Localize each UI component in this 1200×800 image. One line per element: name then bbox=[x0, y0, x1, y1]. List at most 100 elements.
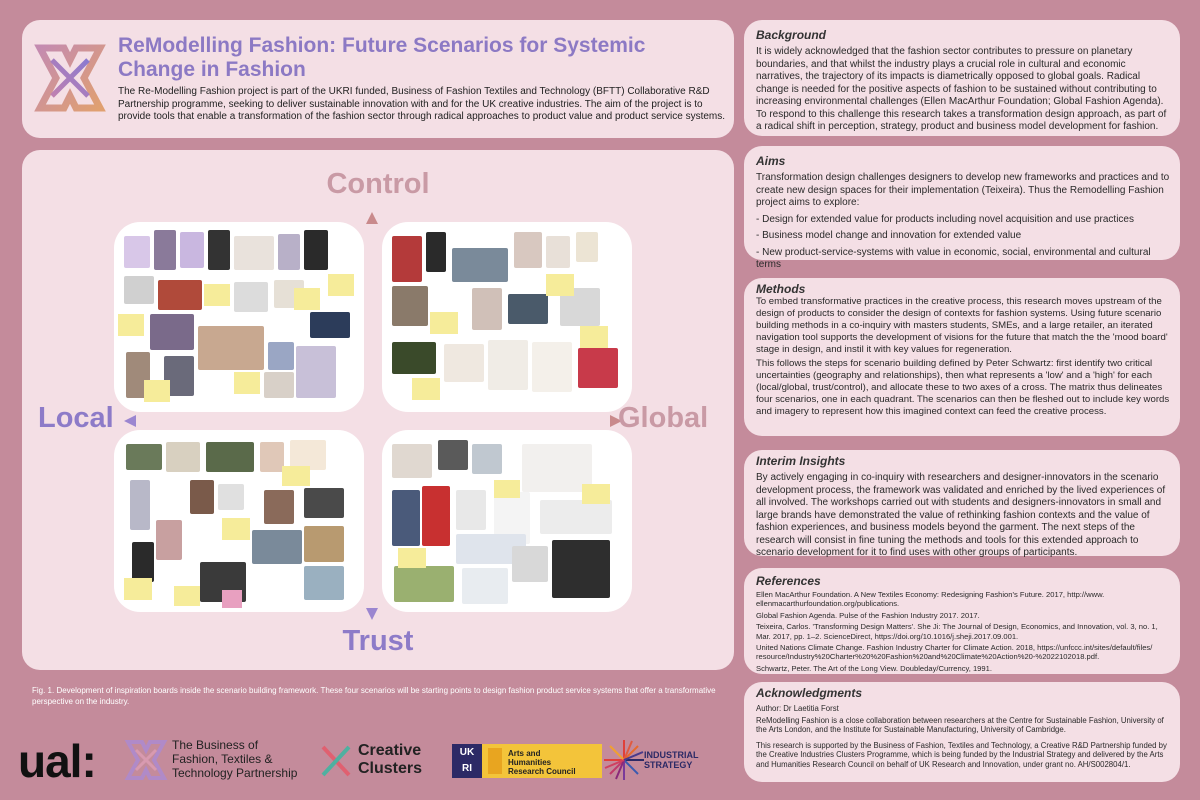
poster-title: ReModelling Fashion: Future Scenarios fo… bbox=[118, 34, 646, 81]
ack-funding: This research is supported by the Busine… bbox=[756, 740, 1167, 769]
creative-clusters-logo-text: Creative Clusters bbox=[358, 742, 423, 777]
moodboard-image bbox=[522, 444, 592, 492]
moodboard-image bbox=[124, 276, 154, 304]
insights-body: By actively engaging in co-inquiry with … bbox=[756, 472, 1166, 558]
reference-item: Schwartz, Peter. The Art of the Long Vie… bbox=[756, 663, 992, 673]
moodboard-image bbox=[264, 372, 294, 398]
moodboard-image bbox=[508, 294, 548, 324]
moodboard-image bbox=[540, 500, 612, 534]
creative-clusters-logo-icon bbox=[321, 745, 351, 777]
moodboard-image bbox=[472, 444, 502, 474]
sticky-note bbox=[234, 372, 260, 394]
section-heading: Acknowledgments bbox=[756, 686, 863, 700]
section-heading: Aims bbox=[756, 154, 786, 168]
moodboard-image bbox=[206, 442, 254, 472]
methods-paragraph: This follows the steps for scenario buil… bbox=[756, 358, 1170, 417]
moodboard-image bbox=[444, 344, 484, 382]
moodboard-image bbox=[426, 232, 446, 272]
reference-item: Global Fashion Agenda. Pulse of the Fash… bbox=[756, 610, 980, 620]
sticky-note bbox=[174, 586, 200, 606]
sticky-note bbox=[412, 378, 440, 400]
moodboard-image bbox=[392, 236, 422, 282]
section-heading: Interim Insights bbox=[756, 454, 846, 468]
moodboard-image bbox=[392, 342, 436, 374]
moodboard-image bbox=[452, 248, 508, 282]
sticky-note bbox=[204, 284, 230, 306]
aims-section: Aims Transformation design challenges de… bbox=[744, 146, 1180, 270]
moodboard-image bbox=[154, 230, 176, 270]
moodboard-image bbox=[438, 440, 468, 470]
reference-item: Ellen MacArthur Foundation. A New Textil… bbox=[756, 590, 1105, 609]
moodboard-trust-local bbox=[114, 430, 364, 612]
ual-logo: ual: bbox=[18, 735, 97, 787]
moodboard-image bbox=[234, 282, 268, 312]
section-heading: Methods bbox=[756, 282, 806, 296]
interim-insights-section: Interim Insights By actively engaging in… bbox=[744, 450, 1180, 558]
moodboard-image bbox=[208, 230, 230, 270]
partner-logos: ual: The Business of Fashion, Textiles &… bbox=[16, 728, 736, 788]
sticky-note bbox=[328, 274, 354, 296]
sticky-note bbox=[294, 288, 320, 310]
section-heading: References bbox=[756, 574, 821, 588]
industrial-strategy-logo-icon bbox=[604, 740, 644, 780]
aims-bullet: - New product-service-systems with value… bbox=[756, 246, 1151, 271]
bftt-logo-icon bbox=[124, 740, 168, 780]
moodboard-image bbox=[180, 232, 204, 268]
moodboard-image bbox=[260, 442, 284, 472]
moodboard-image bbox=[218, 484, 244, 510]
axis-label-global: Global bbox=[618, 402, 709, 434]
moodboard-trust-global bbox=[382, 430, 632, 612]
moodboard-image bbox=[422, 486, 450, 546]
axis-label-control: Control bbox=[326, 168, 430, 200]
moodboard-image bbox=[304, 526, 344, 562]
axis-label-local: Local bbox=[38, 402, 114, 434]
ukri-logo: UK RI bbox=[452, 744, 482, 778]
sticky-note bbox=[282, 466, 310, 486]
ack-collaboration: ReModelling Fashion is a close collabora… bbox=[756, 715, 1164, 735]
moodboard-image bbox=[576, 232, 598, 262]
ahrc-logo: Arts and Humanities Research Council bbox=[482, 744, 602, 778]
industrial-strategy-logo-text: INDUSTRIAL STRATEGY bbox=[644, 750, 699, 770]
remodelling-fashion-logo-icon bbox=[34, 44, 106, 112]
moodboard-image bbox=[198, 326, 264, 370]
poster-intro: The Re-Modelling Fashion project is part… bbox=[118, 86, 726, 122]
aims-bullet: - Design for extended value for products… bbox=[756, 213, 1134, 225]
moodboard-image bbox=[278, 234, 300, 270]
acknowledgments-section: Acknowledgments Author: Dr Laetitia Fors… bbox=[744, 682, 1180, 782]
sticky-note bbox=[430, 312, 458, 334]
moodboard-image bbox=[190, 480, 214, 514]
figure-caption: Fig. 1. Development of inspiration board… bbox=[32, 686, 716, 706]
moodboard-image bbox=[132, 542, 154, 582]
moodboard-image bbox=[130, 480, 150, 530]
moodboard-image bbox=[488, 340, 528, 390]
axis-label-trust: Trust bbox=[342, 625, 414, 657]
sticky-note bbox=[124, 578, 152, 600]
moodboard-image bbox=[304, 230, 328, 270]
moodboard-control-local bbox=[114, 222, 364, 412]
reference-item: United Nations Climate Change. Fashion I… bbox=[756, 643, 1153, 662]
moodboard-control-global bbox=[382, 222, 632, 412]
moodboard-image bbox=[514, 232, 542, 268]
moodboard-image bbox=[234, 236, 274, 270]
moodboard-image bbox=[290, 440, 326, 470]
methods-paragraph: To embed transformative practices in the… bbox=[756, 296, 1168, 355]
moodboard-image bbox=[166, 442, 200, 472]
moodboard-image bbox=[304, 488, 344, 518]
moodboard-image bbox=[472, 288, 502, 330]
sticky-note bbox=[118, 314, 144, 336]
moodboard-image bbox=[158, 280, 202, 310]
moodboard-image bbox=[296, 346, 336, 398]
moodboard-image bbox=[578, 348, 618, 388]
reference-item: Teixeira, Carlos. 'Transforming Design M… bbox=[756, 622, 1158, 641]
sticky-note bbox=[222, 590, 242, 608]
background-section: Background It is widely acknowledged tha… bbox=[744, 20, 1180, 136]
header-panel: ReModelling Fashion: Future Scenarios fo… bbox=[22, 20, 734, 138]
moodboard-image bbox=[392, 490, 420, 546]
ack-author: Author: Dr Laetitia Forst bbox=[756, 704, 839, 713]
moodboard-image bbox=[156, 520, 182, 560]
moodboard-image bbox=[124, 236, 150, 268]
references-section: References Ellen MacArthur Foundation. A… bbox=[744, 568, 1180, 674]
moodboard-image bbox=[512, 546, 548, 582]
moodboard-image bbox=[252, 530, 302, 564]
moodboard-image bbox=[264, 490, 294, 524]
